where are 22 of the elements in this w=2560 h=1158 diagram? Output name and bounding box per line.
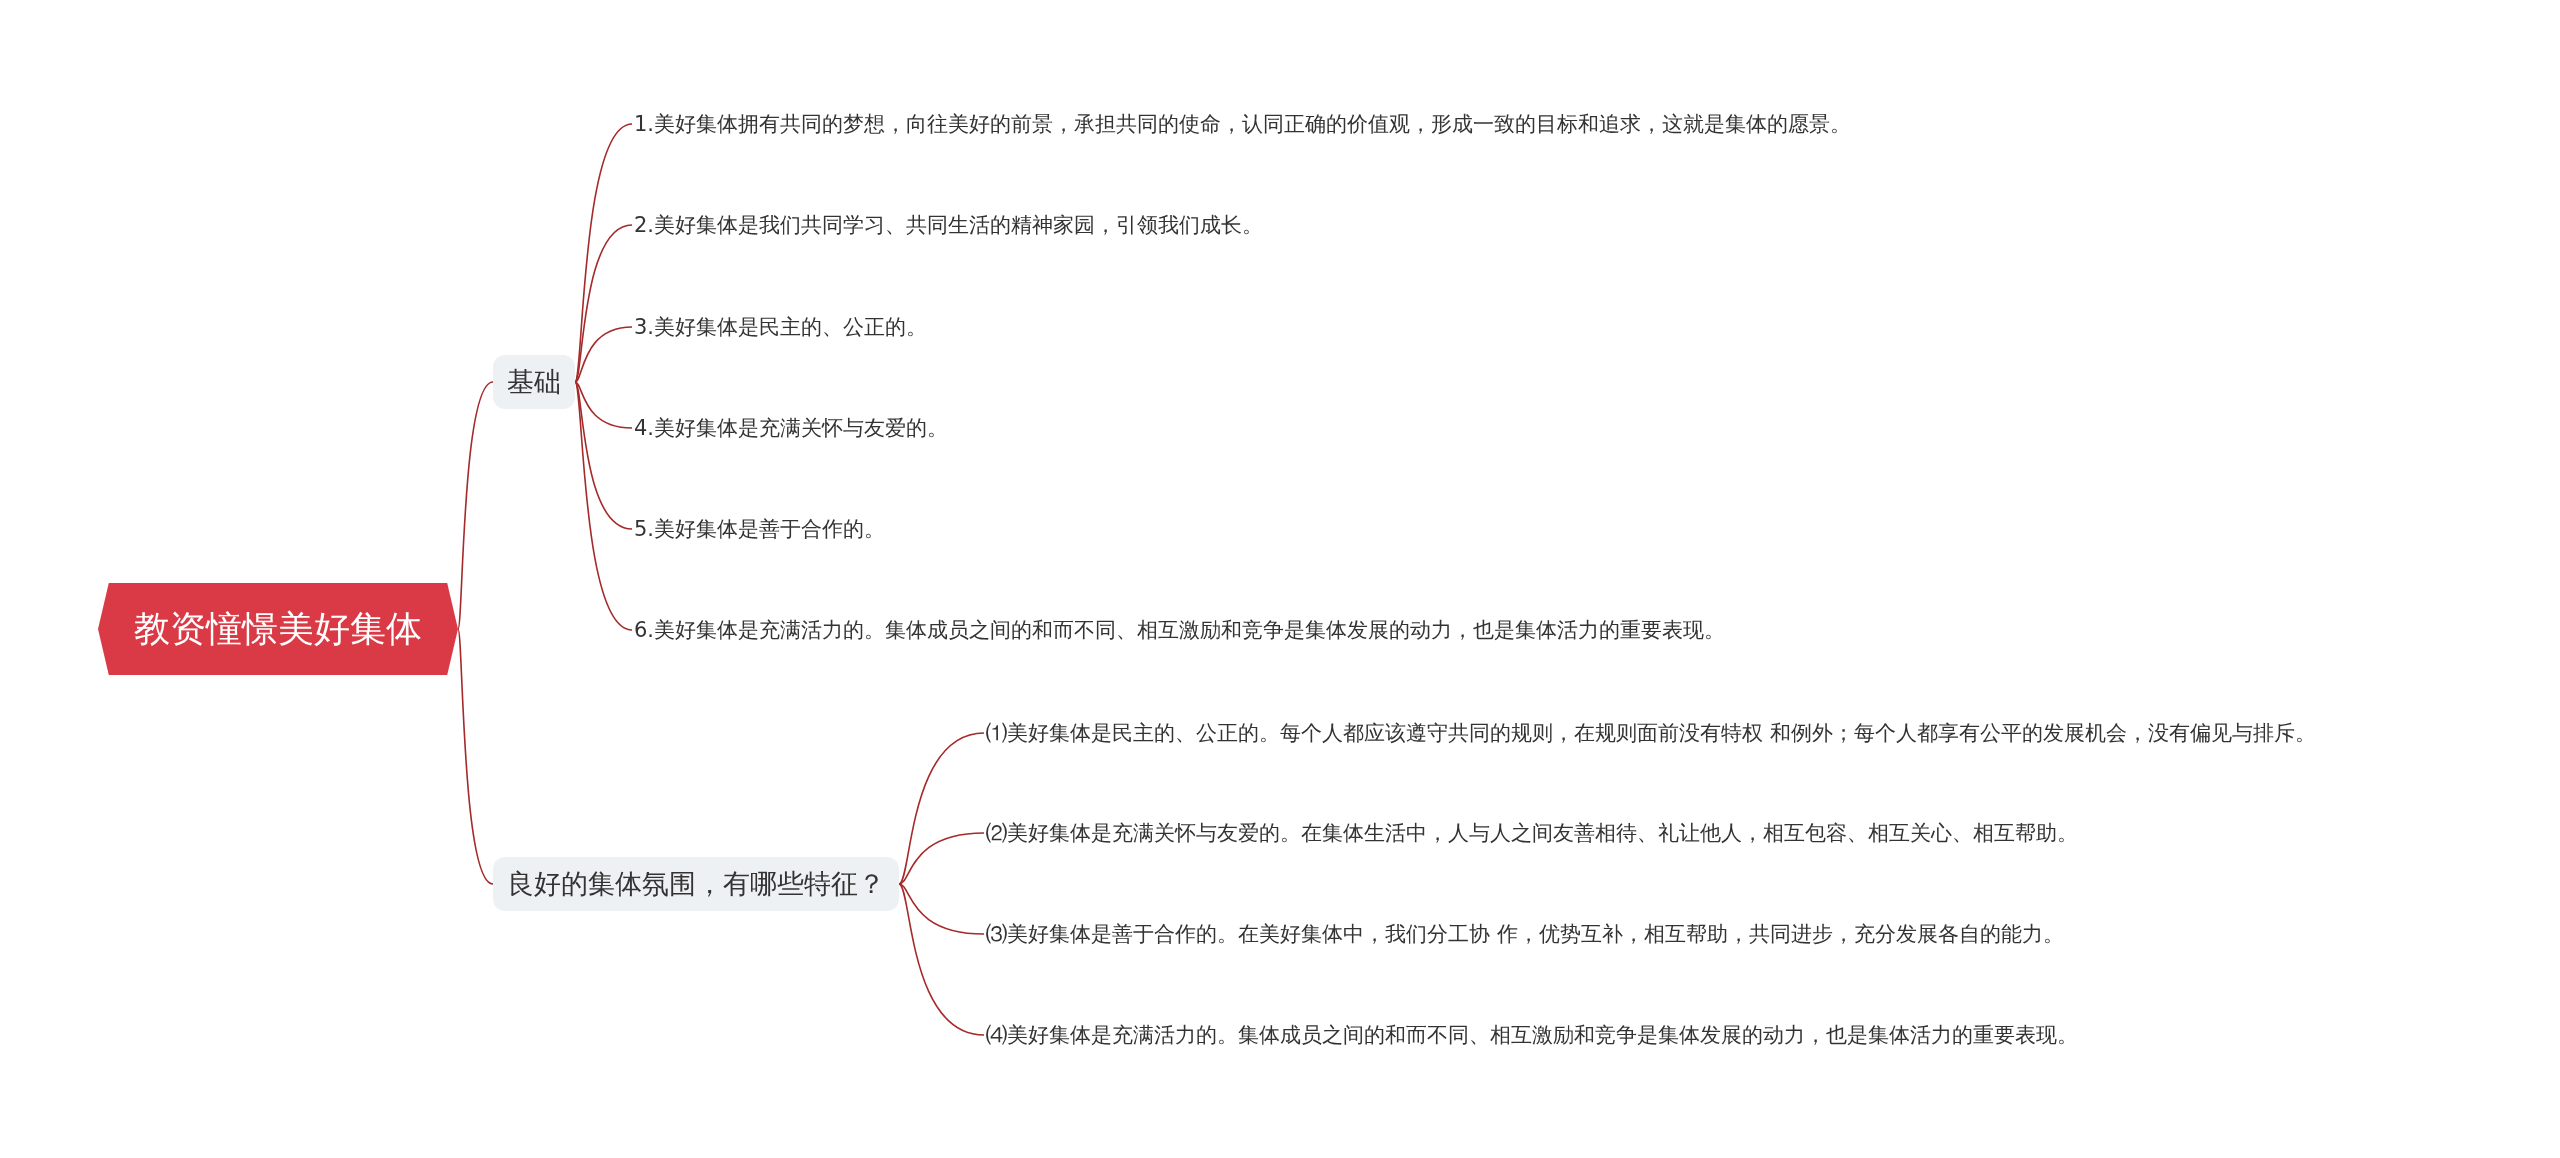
connector-curve [574,381,633,530]
connector-curve [457,628,494,885]
connector-curve [898,732,985,885]
subtopic-text: ⑶美好集体是善于合作的。在美好集体中，我们分工协 作，优势互补，相互帮助，共同进步，充分发展各自的能力。 [984,919,2066,949]
subtopic-text: 1.美好集体拥有共同的梦想，向往美好的前景，承担共同的使命，认同正确的价值观，形成一致的目标和追求，这就是集体的愿景。 [632,109,1854,139]
connector-curve [898,883,985,1036]
subtopic-text: 5.美好集体是善于合作的。 [632,514,888,544]
subtopic-text: ⑷美好集体是充满活力的。集体成员之间的和而不同、相互激励和竞争是集体发展的动力，也是集体活力的重要表现。 [984,1020,2080,1050]
connector-curve [898,832,985,885]
topic-box: 基础 [493,355,575,409]
subtopic-text: ⑴美好集体是民主的、公正的。每个人都应该遵守共同的规则，在规则面前没有特权 和例外；每个人都享有公平的发展机会，没有偏见与排斥。 [984,718,2318,748]
subtopic-text: ⑵美好集体是充满关怀与友爱的。在集体生活中，人与人之间友善相待、礼让他人，相互包容、相互关心、相互帮助。 [984,818,2080,848]
subtopic-text: 3.美好集体是民主的、公正的。 [632,312,930,342]
connector-curve [574,381,633,429]
subtopic-text: 6.美好集体是充满活力的。集体成员之间的和而不同、相互激励和竞争是集体发展的动力，也是集体活力的重要表现。 [632,615,1728,645]
connector-curve [457,381,494,630]
central-topic-hexagon: 教资憧憬美好集体 [98,583,458,675]
connector-curve [898,883,985,935]
connector-curve [574,326,633,383]
subtopic-text: 2.美好集体是我们共同学习、共同生活的精神家园，引领我们成长。 [632,210,1266,240]
subtopic-text: 4.美好集体是充满关怀与友爱的。 [632,413,951,443]
topic-box: 良好的集体氛围，有哪些特征？ [493,857,899,911]
